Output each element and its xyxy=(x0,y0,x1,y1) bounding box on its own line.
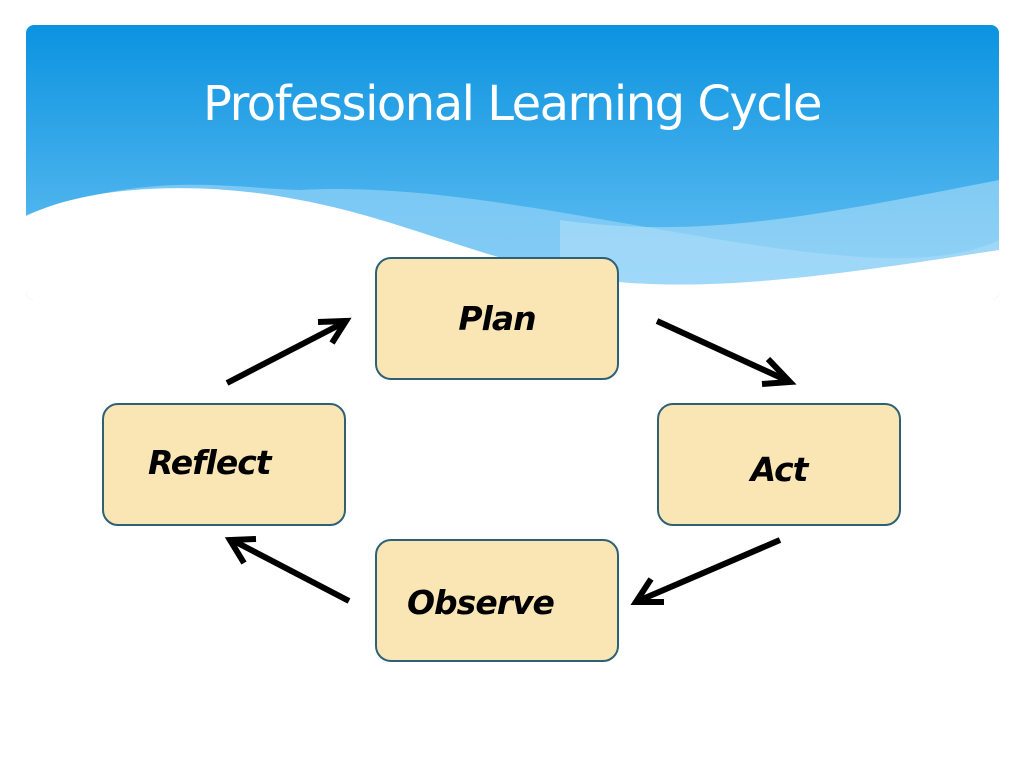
step-plan: Plan xyxy=(375,257,619,380)
step-observe-label: Observe xyxy=(407,583,555,622)
arrow-act-to-observe xyxy=(630,537,782,605)
slide-title: Professional Learning Cycle xyxy=(202,76,823,132)
header-banner xyxy=(26,25,999,300)
step-reflect: Reflect xyxy=(102,403,346,526)
step-reflect-label: Reflect xyxy=(148,443,272,482)
arrow-reflect-to-plan xyxy=(225,317,352,386)
arrow-observe-to-reflect xyxy=(224,536,351,604)
step-observe: Observe xyxy=(375,539,619,662)
step-act-label: Act xyxy=(750,450,809,489)
step-act: Act xyxy=(657,403,901,526)
arrow-plan-to-act xyxy=(655,318,797,387)
step-plan-label: Plan xyxy=(458,299,536,338)
wave-white xyxy=(26,188,999,300)
